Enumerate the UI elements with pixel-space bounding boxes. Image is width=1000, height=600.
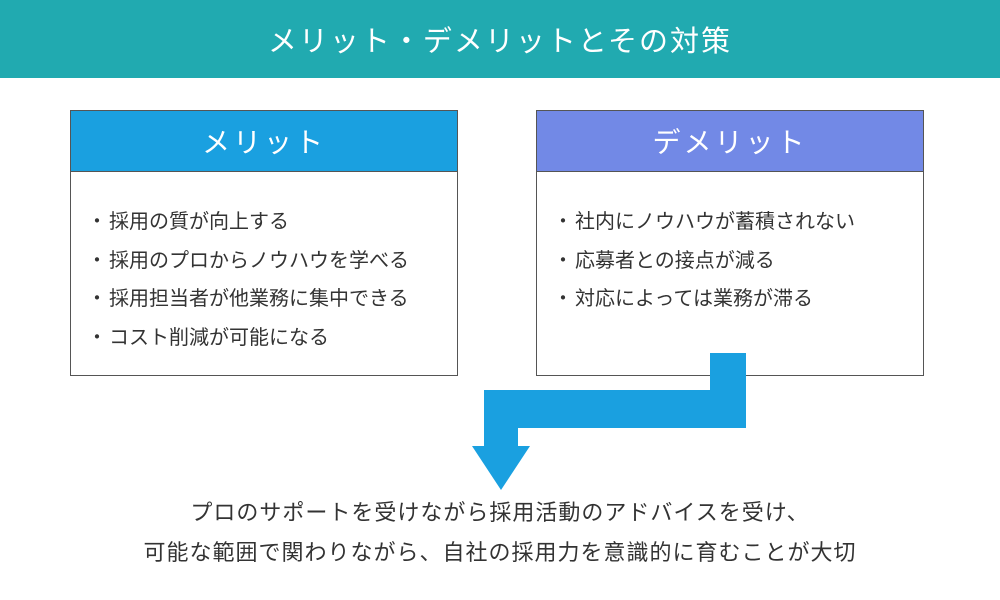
demerit-card-header: デメリット [537, 111, 923, 172]
merit-card-header: メリット [71, 111, 457, 172]
merit-card: メリット 採用の質が向上する 採用のプロからノウハウを学べる 採用担当者が他業務… [70, 110, 458, 376]
merit-item: 採用のプロからノウハウを学べる [87, 241, 457, 280]
merit-list: 採用の質が向上する 採用のプロからノウハウを学べる 採用担当者が他業務に集中でき… [71, 172, 457, 356]
conclusion-line-1: プロのサポートを受けながら採用活動のアドバイスを受け、 [190, 501, 810, 526]
page-title: メリット・デメリットとその対策 [267, 24, 733, 58]
demerit-item: 応募者との接点が減る [553, 241, 923, 280]
demerit-item: 社内にノウハウが蓄積されない [553, 202, 923, 241]
demerit-list: 社内にノウハウが蓄積されない 応募者との接点が減る 対応によっては業務が滞る [537, 172, 923, 318]
header-banner: メリット・デメリットとその対策 [0, 0, 1000, 78]
merit-item: 採用の質が向上する [87, 202, 457, 241]
merit-item: コスト削減が可能になる [87, 318, 457, 357]
demerit-item: 対応によっては業務が滞る [553, 279, 923, 318]
merit-item: 採用担当者が他業務に集中できる [87, 279, 457, 318]
conclusion-text: プロのサポートを受けながら採用活動のアドバイスを受け、 可能な範囲で関わりながら… [0, 494, 1000, 574]
demerit-card: デメリット 社内にノウハウが蓄積されない 応募者との接点が減る 対応によっては業… [536, 110, 924, 376]
conclusion-line-2: 可能な範囲で関わりながら、自社の採用力を意識的に育むことが大切 [143, 541, 857, 566]
